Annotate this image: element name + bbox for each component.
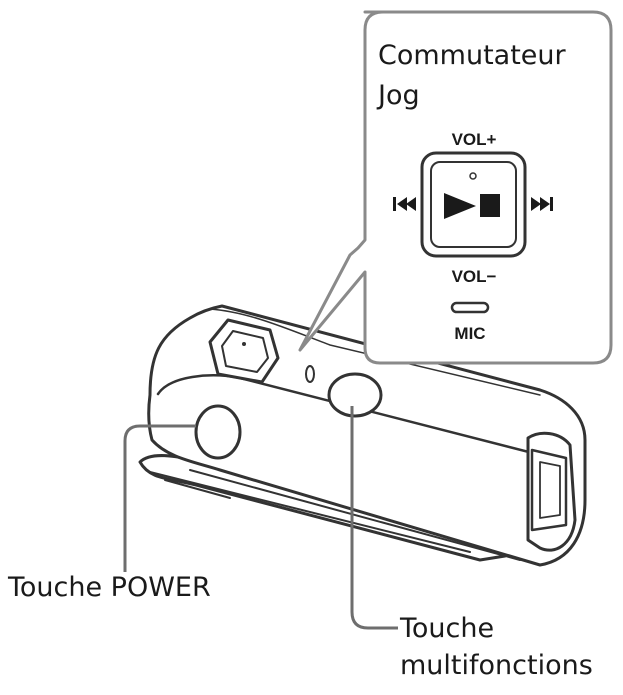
device-body xyxy=(138,304,587,567)
jog-switch-on-device xyxy=(208,318,280,384)
previous-track-icon xyxy=(393,197,416,211)
callout-title-line2: Jog xyxy=(376,80,420,111)
callout-title-line1: Commutateur xyxy=(378,40,567,71)
next-track-icon xyxy=(531,197,553,211)
mic-label: MIC xyxy=(454,324,485,343)
power-button-label: Touche POWER xyxy=(8,572,211,603)
power-button xyxy=(194,404,242,460)
multifunction-button xyxy=(327,372,383,418)
jog-switch-detail xyxy=(393,151,553,314)
indicator-led xyxy=(305,365,315,383)
vol-minus-label: VOL− xyxy=(452,267,497,286)
multifunction-label-line1: Touche xyxy=(400,613,495,644)
leader-multifunction xyxy=(350,406,398,630)
multifunction-label-line2: multifonctions xyxy=(400,650,593,681)
leader-power xyxy=(123,424,196,572)
play-stop-icon xyxy=(444,193,500,219)
vol-plus-label: VOL+ xyxy=(452,130,497,149)
mic-slot xyxy=(450,301,490,314)
